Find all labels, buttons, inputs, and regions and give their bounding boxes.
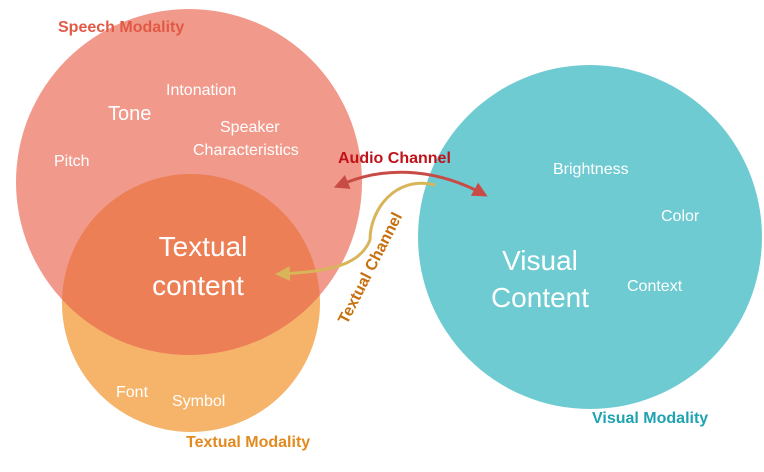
feature-tone: Tone <box>108 103 151 125</box>
audio-channel-arrow <box>333 170 488 197</box>
visual-content-line1: Visual <box>502 245 578 276</box>
feature-context: Context <box>627 278 683 295</box>
visual-content-line2: Content <box>491 282 589 313</box>
textual-modality-title: Textual Modality <box>186 434 310 451</box>
feature-color: Color <box>661 208 700 225</box>
feature-pitch: Pitch <box>54 153 90 170</box>
feature-characteristics: Characteristics <box>193 142 299 159</box>
speech-modality-title: Speech Modality <box>58 19 184 36</box>
textual-content-overlap <box>62 174 320 355</box>
feature-symbol: Symbol <box>172 393 225 410</box>
textual-content-line2: content <box>152 270 244 301</box>
feature-intonation: Intonation <box>166 82 236 99</box>
visual-modality-title: Visual Modality <box>592 410 708 427</box>
feature-font: Font <box>116 384 149 401</box>
visual-modality-circle <box>418 65 762 409</box>
textual-content-line1: Textual <box>159 231 248 262</box>
audio-channel-label: Audio Channel <box>338 150 451 167</box>
textual-channel-arrow <box>275 181 436 282</box>
feature-brightness: Brightness <box>553 161 629 178</box>
feature-speaker: Speaker <box>220 119 280 136</box>
